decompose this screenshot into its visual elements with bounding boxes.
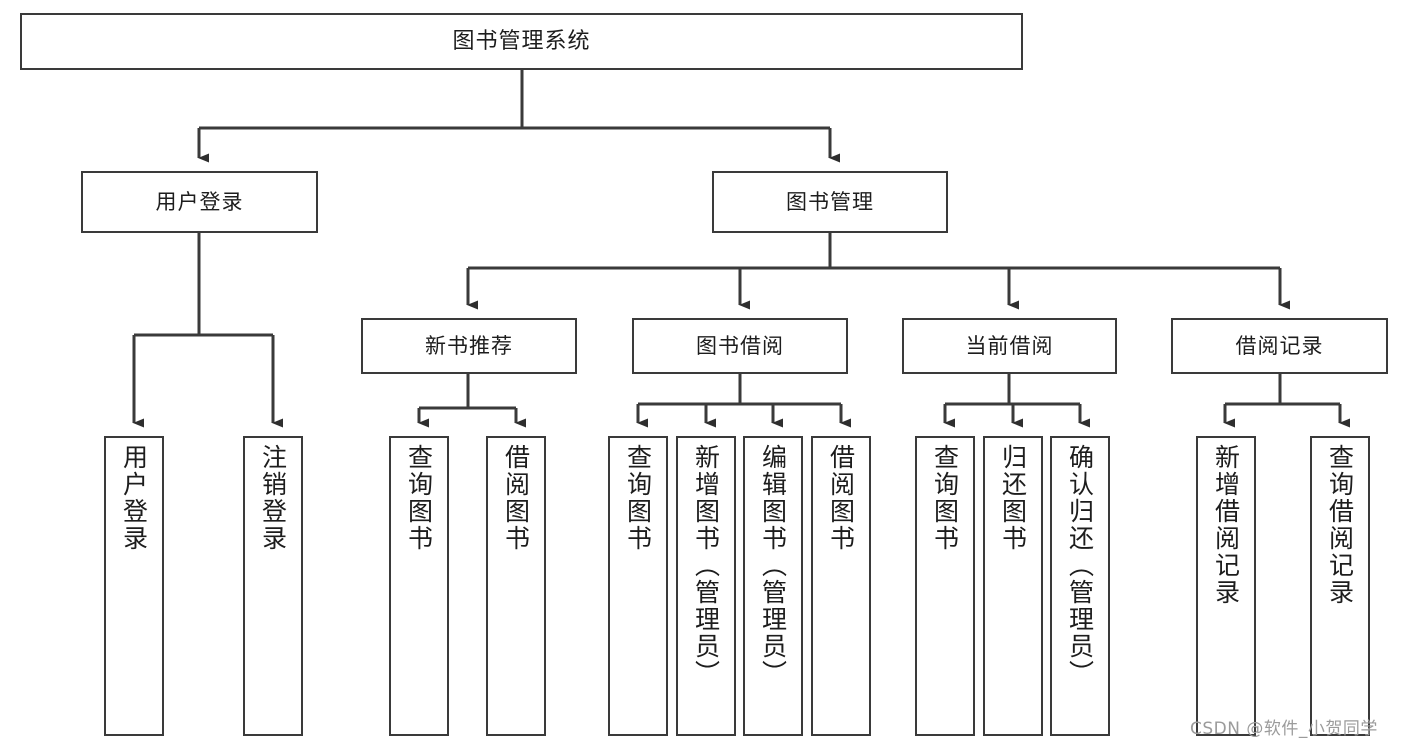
- leaf-query-borrow-record[interactable]: 查询借阅记录: [1310, 436, 1370, 736]
- leaf-return-book[interactable]: 归还图书: [983, 436, 1043, 736]
- node-label: 用户登录: [155, 189, 244, 214]
- leaf-query-book-borrow[interactable]: 查询图书: [608, 436, 668, 736]
- node-label: 新书推荐: [425, 333, 513, 358]
- node-label: 归还图书: [998, 444, 1028, 552]
- node-label: 查询图书: [623, 444, 653, 552]
- leaf-edit-book-admin[interactable]: 编辑图书（管理员）: [743, 436, 803, 736]
- node-user-login[interactable]: 用户登录: [81, 171, 318, 233]
- node-label: 确认归还（管理员）: [1065, 444, 1095, 687]
- node-label: 新增图书（管理员）: [691, 444, 721, 687]
- leaf-borrow-book-recommend[interactable]: 借阅图书: [486, 436, 546, 736]
- node-current-borrow[interactable]: 当前借阅: [902, 318, 1117, 374]
- leaf-add-borrow-record[interactable]: 新增借阅记录: [1196, 436, 1256, 736]
- node-new-book-recommend[interactable]: 新书推荐: [361, 318, 577, 374]
- leaf-query-book-recommend[interactable]: 查询图书: [389, 436, 449, 736]
- leaf-add-book-admin[interactable]: 新增图书（管理员）: [676, 436, 736, 736]
- node-label: 图书借阅: [696, 333, 784, 358]
- node-label: 当前借阅: [965, 333, 1054, 358]
- node-label: 编辑图书（管理员）: [758, 444, 788, 687]
- node-label: 借阅记录: [1235, 333, 1324, 358]
- leaf-query-book-current[interactable]: 查询图书: [915, 436, 975, 736]
- watermark: CSDN @软件_小贺同学: [1190, 719, 1378, 739]
- leaf-confirm-return-admin[interactable]: 确认归还（管理员）: [1050, 436, 1110, 736]
- node-label: 借阅图书: [826, 444, 856, 552]
- node-label: 借阅图书: [501, 444, 531, 552]
- node-label: 图书管理系统: [452, 28, 591, 54]
- node-book-management[interactable]: 图书管理: [712, 171, 948, 233]
- node-book-borrow[interactable]: 图书借阅: [632, 318, 848, 374]
- node-label: 图书管理: [786, 189, 874, 214]
- node-label: 用户登录: [119, 444, 149, 552]
- node-label: 查询图书: [404, 444, 434, 552]
- node-borrow-record[interactable]: 借阅记录: [1171, 318, 1388, 374]
- node-label: 注销登录: [258, 444, 288, 552]
- leaf-borrow-book[interactable]: 借阅图书: [811, 436, 871, 736]
- leaf-user-login[interactable]: 用户登录: [104, 436, 164, 736]
- node-label: 新增借阅记录: [1211, 444, 1241, 606]
- node-label: 查询图书: [930, 444, 960, 552]
- node-root-book-management-system[interactable]: 图书管理系统: [20, 13, 1023, 70]
- leaf-logout[interactable]: 注销登录: [243, 436, 303, 736]
- node-label: 查询借阅记录: [1325, 444, 1355, 606]
